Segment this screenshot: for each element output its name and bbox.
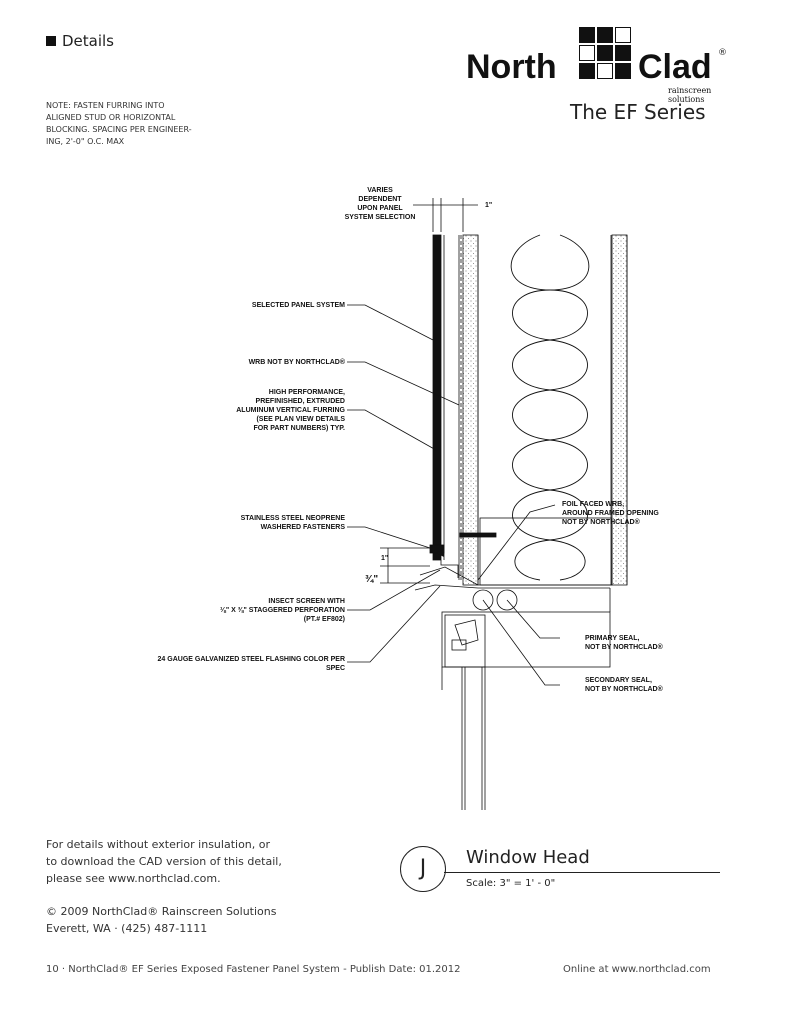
label-primary-seal: PRIMARY SEAL, NOT BY NORTHCLAD® [585, 635, 663, 651]
label-flashing: 24 GAUGE GALVANIZED STEEL FLASHING COLOR… [157, 656, 345, 672]
logo-registered: ® [718, 48, 727, 58]
label-secondary-seal: SECONDARY SEAL, NOT BY NORTHCLAD® [585, 677, 663, 693]
note-line: ING, 2'-0" O.C. MAX [46, 137, 125, 146]
info-line: please see www.northclad.com. [46, 872, 221, 885]
furring-note: NOTE: FASTEN FURRING INTO ALIGNED STUD O… [46, 100, 246, 148]
dimension-1in: 1" [381, 555, 389, 562]
label-insect-screen: INSECT SCREEN WITH ⅛" X ⅜" STAGGERED PER… [219, 598, 345, 623]
logo-text-north: North [466, 48, 557, 86]
dimension-varies-label: VARIES DEPENDENT UPON PANEL SYSTEM SELEC… [344, 187, 416, 221]
northclad-logo: North Clad ® rainscreen solutions [466, 26, 731, 104]
detail-scale: Scale: 3" = 1' - 0" [466, 878, 556, 889]
page-footer: 10 · NorthClad® EF Series Exposed Fasten… [46, 964, 461, 975]
copyright-block: © 2009 NorthClad® Rainscreen Solutions E… [46, 903, 276, 937]
dimension-1in-top: 1" [485, 202, 493, 209]
label-foil-wrb: FOIL FACED WRB, AROUND FRAMED OPENING NO… [562, 501, 659, 526]
note-line: NOTE: FASTEN FURRING INTO [46, 101, 165, 110]
detail-title: Window Head [466, 847, 590, 868]
info-line: to download the CAD version of this deta… [46, 855, 282, 868]
logo-tagline: rainscreen solutions [668, 86, 712, 104]
note-line: BLOCKING. SPACING PER ENGINEER- [46, 125, 192, 134]
address: Everett, WA · (425) 487-1111 [46, 922, 208, 935]
title-underline [444, 872, 720, 873]
online-link: Online at www.northclad.com [563, 964, 711, 975]
section-heading: Details [46, 32, 114, 50]
note-line: ALIGNED STUD OR HORIZONTAL [46, 113, 176, 122]
dimension-three-quarter: ¾" [365, 574, 379, 585]
window-head-detail-drawing [347, 198, 628, 810]
info-line: For details without exterior insulation,… [46, 838, 271, 851]
detail-letter-circle: J [400, 846, 446, 892]
series-title: The EF Series [570, 100, 706, 124]
label-wrb: WRB NOT BY NORTHCLAD® [248, 359, 345, 366]
logo-grid-icon [579, 27, 631, 79]
label-furring: HIGH PERFORMANCE, PREFINISHED, EXTRUDED … [236, 389, 345, 432]
copyright: © 2009 NorthClad® Rainscreen Solutions [46, 905, 277, 918]
logo-text-clad: Clad [638, 48, 712, 86]
section-label: Details [62, 32, 115, 50]
cad-info: For details without exterior insulation,… [46, 836, 282, 887]
label-selected-panel: SELECTED PANEL SYSTEM [251, 302, 345, 309]
square-bullet-icon [46, 36, 56, 46]
label-fasteners: STAINLESS STEEL NEOPRENE WASHERED FASTEN… [240, 515, 345, 531]
